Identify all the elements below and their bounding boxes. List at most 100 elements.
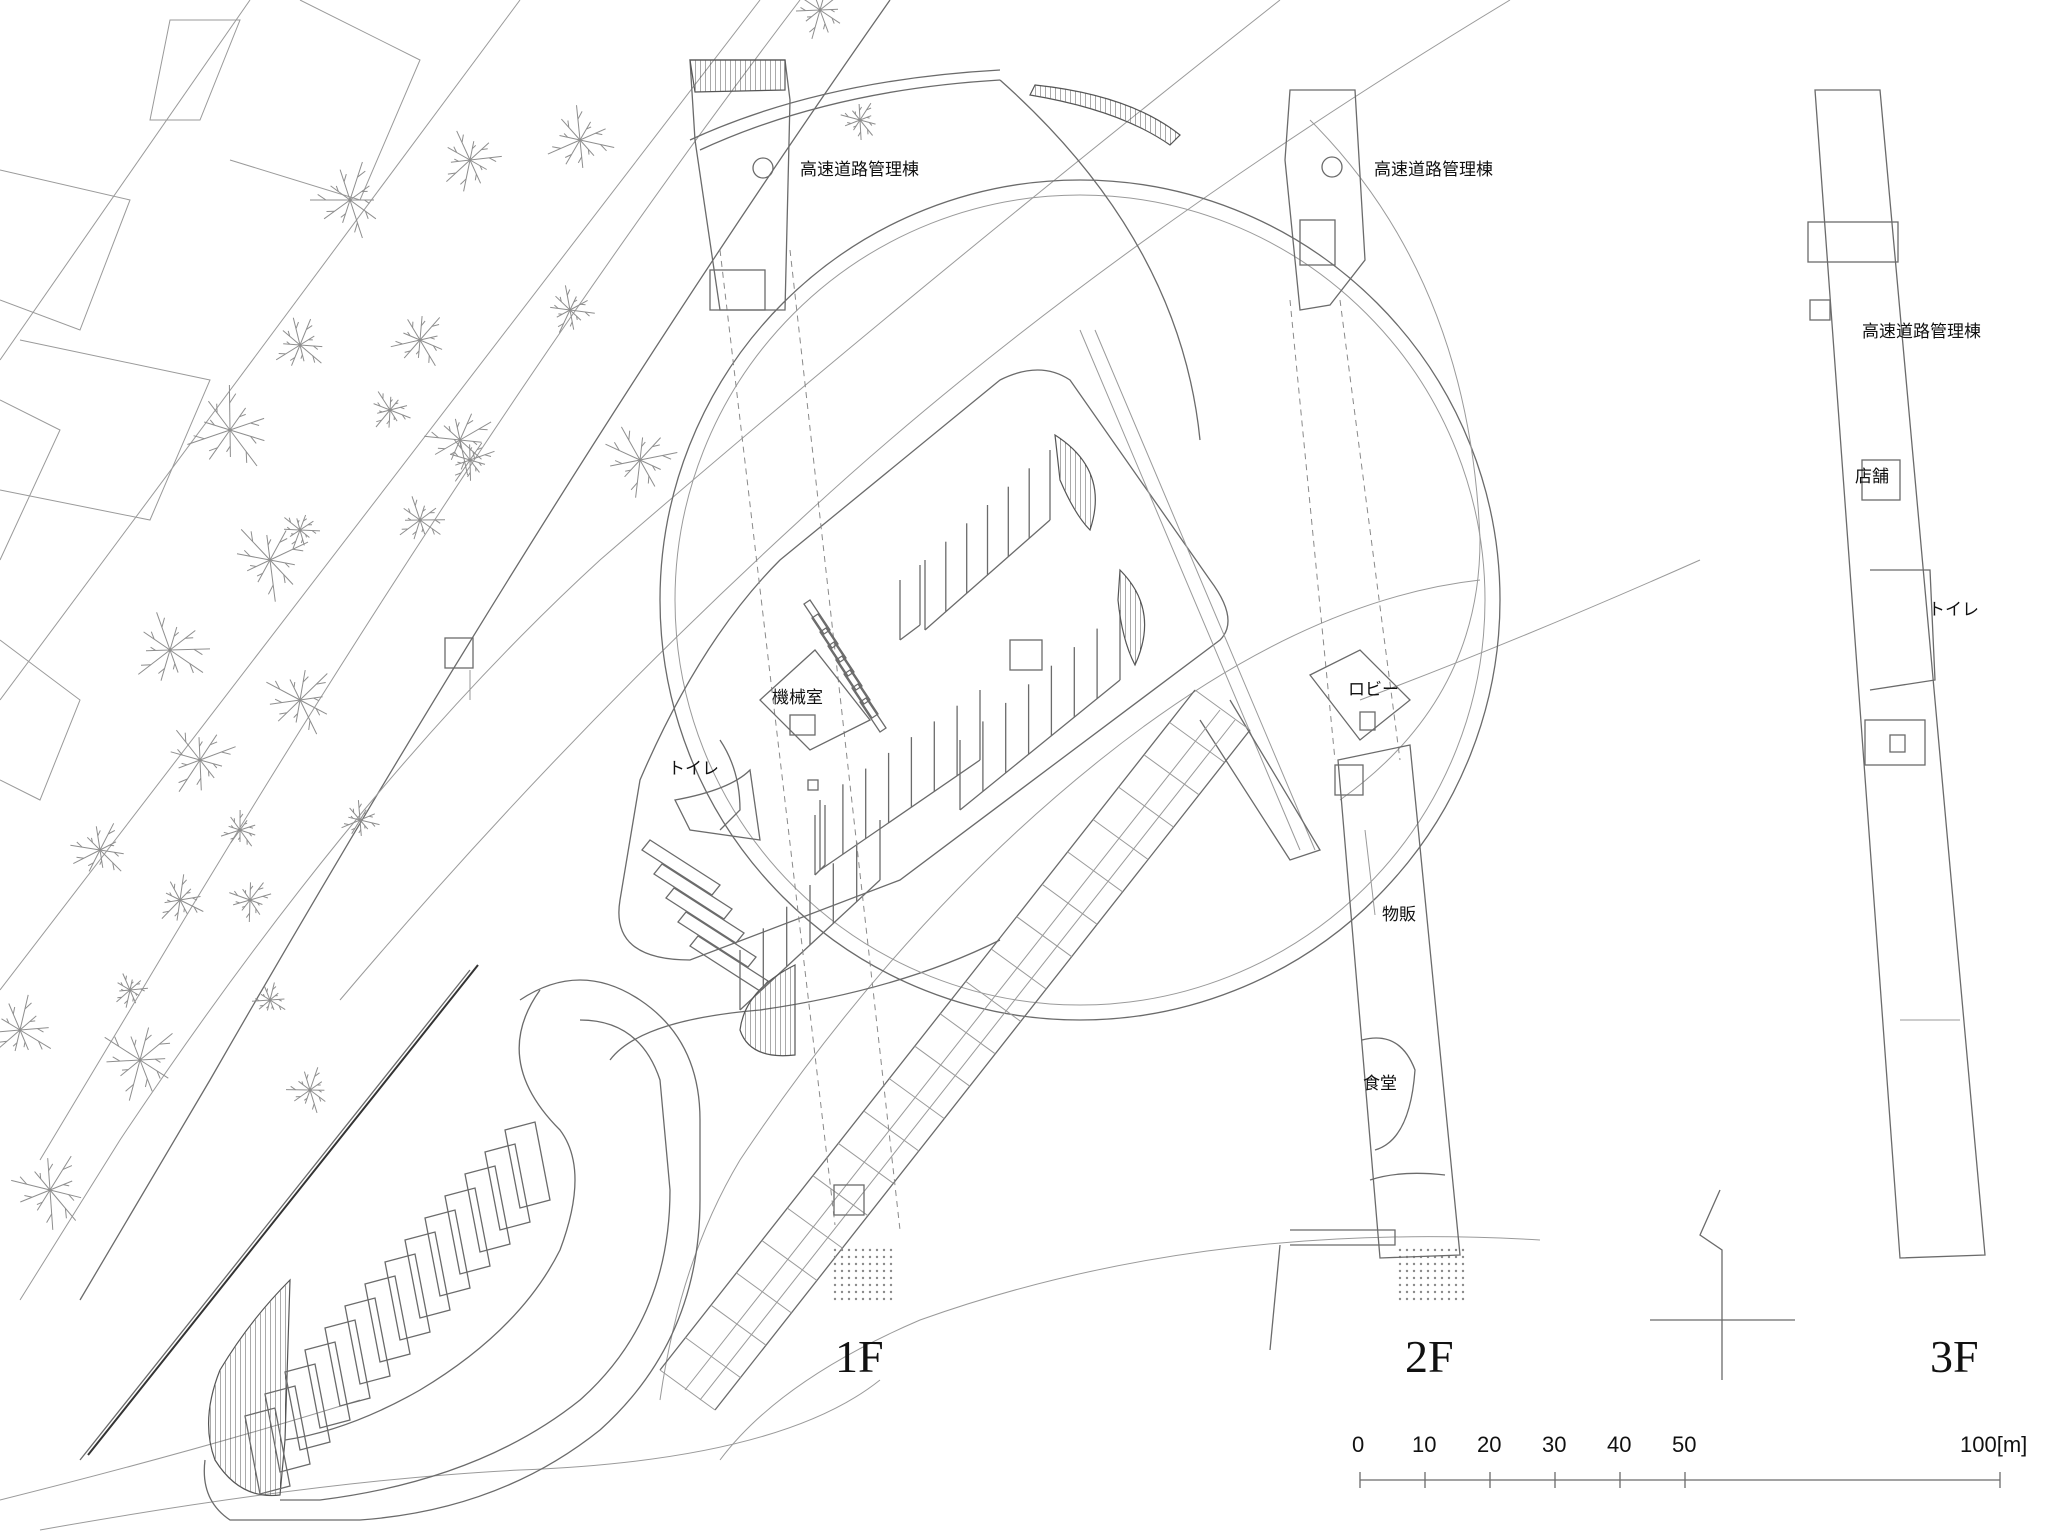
floor-label-3f: 3F xyxy=(1930,1331,1979,1382)
pad-dot xyxy=(1461,1262,1465,1266)
zigzag-stall xyxy=(404,1231,451,1319)
bridge-slat xyxy=(1016,916,1072,958)
zigzag-stall xyxy=(284,1363,331,1451)
pad-dot xyxy=(840,1276,844,1280)
pad-dot xyxy=(854,1283,858,1287)
pad-dot xyxy=(1412,1269,1416,1273)
side-stall xyxy=(843,669,871,705)
bridge-slat xyxy=(1067,851,1123,893)
pad-dot xyxy=(840,1262,844,1266)
side-stall xyxy=(803,599,831,635)
pad-dot xyxy=(868,1262,872,1266)
pad-dot xyxy=(1447,1248,1451,1252)
tree-icon xyxy=(605,426,678,498)
tree-icon xyxy=(137,612,211,681)
pad-dot xyxy=(833,1269,837,1273)
label-2f-management: 高速道路管理棟 xyxy=(1374,160,1493,180)
tree-icon xyxy=(266,670,328,735)
pad-dot xyxy=(840,1283,844,1287)
bridge-slat xyxy=(736,1272,792,1314)
pad-dot xyxy=(1447,1276,1451,1280)
north-arrow xyxy=(1650,1189,1795,1380)
pad-dot xyxy=(1461,1248,1465,1252)
pad-dot xyxy=(833,1290,837,1294)
side-stall xyxy=(653,863,733,920)
pad-dot xyxy=(868,1290,872,1294)
label-1f-management: 高速道路管理棟 xyxy=(800,160,919,180)
toilet-side-stalls xyxy=(641,599,887,992)
parking-deck xyxy=(618,329,1321,961)
zigzag-stall xyxy=(444,1187,491,1275)
tree-icon xyxy=(446,130,502,192)
pad-dot xyxy=(1398,1290,1402,1294)
zigzag-stalls xyxy=(244,1121,551,1495)
parking-aisle-line xyxy=(924,519,1051,631)
tower-3f xyxy=(1807,89,1986,1259)
pad-dot xyxy=(889,1248,893,1252)
bridge-slat xyxy=(710,1304,767,1346)
pad-dot xyxy=(889,1255,893,1259)
pad-dot xyxy=(1447,1255,1451,1259)
pad-dot xyxy=(1433,1283,1437,1287)
pad-dot xyxy=(882,1276,886,1280)
pad-dot xyxy=(1447,1290,1451,1294)
bridge-slat xyxy=(659,1369,716,1411)
label-3f-toilet: トイレ xyxy=(1928,600,1979,620)
pad-dot xyxy=(1426,1248,1430,1252)
pad-dot xyxy=(889,1290,893,1294)
site-lines xyxy=(0,0,1701,1531)
pad-dot xyxy=(833,1297,837,1301)
pad-dot xyxy=(875,1248,879,1252)
zigzag-stall xyxy=(484,1143,531,1231)
pad-dot xyxy=(1440,1276,1444,1280)
zigzag-stall xyxy=(384,1253,431,1341)
pad-dot xyxy=(875,1297,879,1301)
pad-dot xyxy=(1412,1283,1416,1287)
scale-tick-10: 10 xyxy=(1412,1432,1436,1457)
pad-dot xyxy=(861,1297,865,1301)
pad-dot xyxy=(1461,1290,1465,1294)
tree-icon xyxy=(341,800,380,836)
pad-dot xyxy=(875,1290,879,1294)
pad-dot xyxy=(847,1248,851,1252)
bridge-slat xyxy=(1169,721,1225,763)
pad-dot xyxy=(1419,1262,1423,1266)
parking-aisle-line xyxy=(814,864,826,876)
lower-parking-loop xyxy=(79,964,701,1521)
pad-dot xyxy=(882,1262,886,1266)
pad-dot xyxy=(861,1248,865,1252)
pad-dot xyxy=(840,1269,844,1273)
pad-dot xyxy=(1412,1248,1416,1252)
pad-dot xyxy=(1398,1248,1402,1252)
pad-dot xyxy=(847,1276,851,1280)
pad-dot xyxy=(1447,1297,1451,1301)
label-store: 店舗 xyxy=(1855,467,1889,487)
pad-dot xyxy=(1440,1283,1444,1287)
tower-1f xyxy=(689,59,1181,311)
side-stall xyxy=(665,887,745,944)
pad-dot xyxy=(840,1290,844,1294)
pad-dot xyxy=(847,1255,851,1259)
pad-dot xyxy=(1447,1269,1451,1273)
parking-aisle-line xyxy=(819,759,981,871)
pad-dot xyxy=(847,1283,851,1287)
pad-dot xyxy=(1447,1262,1451,1266)
pad-dot xyxy=(1398,1297,1402,1301)
parking-aisle-line xyxy=(899,624,921,641)
tree-icon xyxy=(170,729,236,792)
pad-dot xyxy=(882,1290,886,1294)
diagonal-bridge xyxy=(659,689,1251,1411)
side-stall xyxy=(677,911,757,968)
pad-dot xyxy=(1461,1276,1465,1280)
pad-dot xyxy=(1426,1297,1430,1301)
bridge-slat xyxy=(812,1175,869,1217)
pad-dot xyxy=(882,1297,886,1301)
pad-dot xyxy=(1461,1255,1465,1259)
tree-icon xyxy=(11,1155,82,1230)
side-stall xyxy=(819,627,847,663)
pad-dot xyxy=(1405,1269,1409,1273)
pad-dot xyxy=(1398,1262,1402,1266)
tree-icon xyxy=(310,161,377,239)
tree-icon xyxy=(0,994,52,1052)
pad-dot xyxy=(1419,1290,1423,1294)
